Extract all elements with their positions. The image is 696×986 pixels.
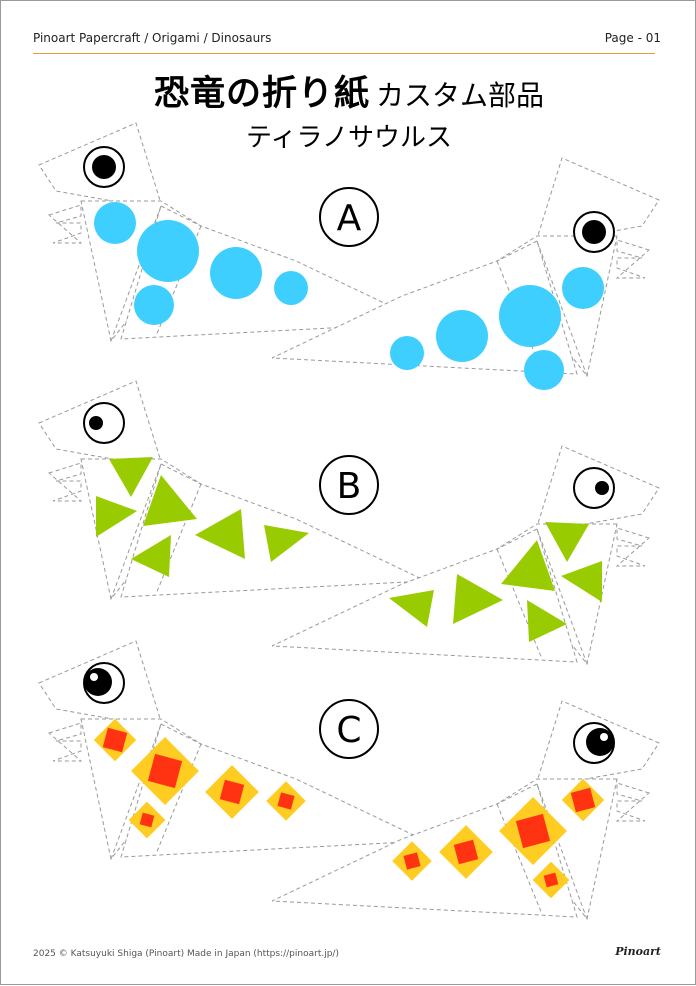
eye-icon bbox=[573, 467, 615, 509]
spot bbox=[527, 600, 567, 642]
spot bbox=[109, 457, 153, 497]
header-breadcrumb: Pinoart Papercraft / Origami / Dinosaurs bbox=[33, 31, 272, 45]
title-suffix: カスタム部品 bbox=[376, 79, 545, 112]
section-b: B bbox=[38, 380, 660, 665]
pupil-icon bbox=[92, 155, 116, 179]
spot bbox=[128, 801, 166, 839]
page-title: 恐竜の折り紙カスタム部品 bbox=[1, 65, 696, 116]
pupil-icon bbox=[595, 481, 609, 495]
eye-highlight bbox=[600, 733, 608, 741]
spot bbox=[96, 496, 137, 537]
spot bbox=[134, 285, 174, 325]
section-label-c: C bbox=[336, 710, 361, 751]
spot bbox=[562, 267, 604, 309]
spot bbox=[524, 350, 564, 390]
spot bbox=[545, 522, 589, 562]
footer-logo: Pinoart bbox=[615, 945, 661, 958]
spot bbox=[94, 202, 136, 244]
section-label-a: A bbox=[337, 198, 362, 239]
page-subtitle: ティラノサウルス bbox=[246, 123, 452, 153]
eye-highlight bbox=[90, 673, 98, 681]
pupil-icon bbox=[89, 416, 103, 430]
footer-copyright: 2025 © Katsuyuki Shiga (Pinoart) Made in… bbox=[33, 949, 339, 959]
spot bbox=[389, 590, 434, 627]
eye-icon bbox=[83, 402, 125, 444]
spot bbox=[561, 561, 602, 602]
pupil-icon bbox=[586, 728, 614, 756]
header-page-number: Page - 01 bbox=[604, 31, 661, 45]
spot bbox=[390, 336, 424, 370]
spot bbox=[137, 220, 199, 282]
section-c: C bbox=[38, 640, 660, 920]
spot bbox=[392, 841, 432, 881]
section-label-circle bbox=[319, 699, 379, 759]
spot bbox=[266, 781, 306, 821]
spot bbox=[436, 310, 488, 362]
spot bbox=[131, 535, 171, 577]
spot bbox=[143, 475, 197, 526]
title-main: 恐竜の折り紙 bbox=[153, 74, 370, 114]
pupil-icon bbox=[582, 220, 606, 244]
section-label-circle bbox=[319, 455, 379, 515]
section-label-b: B bbox=[337, 466, 362, 507]
section-label-circle bbox=[319, 187, 379, 247]
pupil-icon bbox=[84, 668, 112, 696]
spot bbox=[274, 271, 308, 305]
spot bbox=[264, 525, 309, 562]
spot bbox=[453, 574, 503, 624]
spot bbox=[501, 540, 555, 591]
spot bbox=[532, 861, 570, 899]
spot bbox=[210, 247, 262, 299]
spot bbox=[499, 285, 561, 347]
spot bbox=[195, 509, 245, 559]
header-divider bbox=[33, 53, 655, 54]
section-a: A bbox=[38, 122, 660, 390]
